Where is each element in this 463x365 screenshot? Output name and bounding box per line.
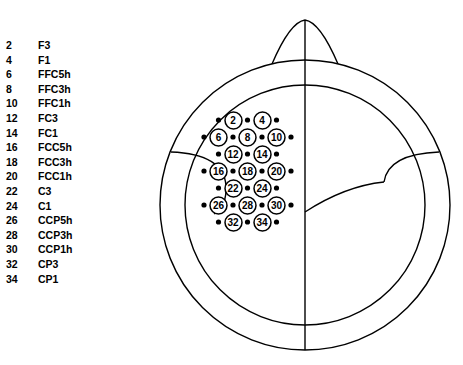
circle-shape	[254, 214, 271, 231]
channel-number: 24	[6, 200, 18, 212]
electrode-name: C1	[38, 200, 51, 212]
channel-number: 20	[6, 170, 18, 182]
circle-shape	[210, 129, 227, 146]
electrode-circle: 2	[224, 111, 243, 130]
circle-shape	[225, 112, 242, 129]
circle-shape	[268, 197, 285, 214]
circle-shape	[254, 112, 271, 129]
electrode-circle: 10	[267, 128, 286, 147]
electrode-circle: 14	[253, 145, 272, 164]
channel-number: 26	[6, 214, 18, 226]
electrode-number: 26	[209, 196, 228, 215]
electrode-number: 10	[267, 128, 286, 147]
channel-number: 14	[6, 127, 18, 139]
electrode-name: CCP1h	[38, 243, 72, 255]
electrode-number: 20	[267, 162, 286, 181]
circle-shape	[268, 163, 285, 180]
electrode-number: 18	[238, 162, 257, 181]
circle-shape	[239, 163, 256, 180]
channel-number: 28	[6, 229, 18, 241]
circle-shape	[225, 180, 242, 197]
electrode-number: 14	[253, 145, 272, 164]
electrode-number: 6	[209, 128, 228, 147]
electrode-circle: 24	[253, 179, 272, 198]
electrode-circle: 6	[209, 128, 228, 147]
electrode-circle: 16	[209, 162, 228, 181]
electrode-number: 8	[238, 128, 257, 147]
channel-number: 4	[6, 54, 12, 66]
circle-shape	[225, 214, 242, 231]
channel-number: 32	[6, 258, 18, 270]
electrode-number: 2	[224, 111, 243, 130]
electrode-circle: 34	[253, 213, 272, 232]
electrode-name: FC1	[38, 127, 58, 139]
circle-shape	[254, 146, 271, 163]
electrode-circle: 26	[209, 196, 228, 215]
electrode-number: 32	[224, 213, 243, 232]
electrode-name: FCC1h	[38, 170, 72, 182]
electrode-number: 30	[267, 196, 286, 215]
electrode-circle: 12	[224, 145, 243, 164]
midline	[304, 20, 305, 350]
channel-number: 10	[6, 97, 18, 109]
electrode-name: CP3	[38, 258, 58, 270]
electrode-circle: 8	[238, 128, 257, 147]
circle-shape	[210, 197, 227, 214]
electrode-dots	[201, 117, 293, 224]
electrode-name: F1	[38, 54, 50, 66]
electrode-number: 28	[238, 196, 257, 215]
electrode-number: 34	[253, 213, 272, 232]
electrode-number: 22	[224, 179, 243, 198]
electrode-name: CCP3h	[38, 229, 72, 241]
electrode-name: FC3	[38, 112, 58, 124]
channel-number: 8	[6, 83, 12, 95]
vertex-line	[305, 182, 384, 212]
circle-shape	[239, 129, 256, 146]
circle-shape	[254, 180, 271, 197]
channel-number: 6	[6, 68, 12, 80]
electrode-number: 24	[253, 179, 272, 198]
circle-shape	[268, 129, 285, 146]
electrode-circle: 18	[238, 162, 257, 181]
channel-number: 22	[6, 185, 18, 197]
right-ear-line	[384, 152, 439, 182]
electrode-circle: 4	[253, 111, 272, 130]
circle-shape	[225, 146, 242, 163]
channel-number: 16	[6, 141, 18, 153]
electrode-number: 12	[224, 145, 243, 164]
electrode-name: FFC5h	[38, 68, 71, 80]
electrode-name: FCC3h	[38, 156, 72, 168]
electrode-circle: 22	[224, 179, 243, 198]
electrode-name: CP1	[38, 273, 58, 285]
electrode-circle: 32	[224, 213, 243, 232]
electrode-name: F3	[38, 39, 50, 51]
circle-shape	[210, 163, 227, 180]
electrode-circle: 28	[238, 196, 257, 215]
electrode-name: FCC5h	[38, 141, 72, 153]
channel-number: 18	[6, 156, 18, 168]
channel-number: 12	[6, 112, 18, 124]
electrode-name: FFC3h	[38, 83, 71, 95]
electrode-number: 16	[209, 162, 228, 181]
electrode-circle: 20	[267, 162, 286, 181]
electrode-name: C3	[38, 185, 51, 197]
circle-shape	[239, 197, 256, 214]
electrode-number: 4	[253, 111, 272, 130]
channel-number: 34	[6, 273, 18, 285]
electrode-name: FFC1h	[38, 97, 71, 109]
electrode-name: CCP5h	[38, 214, 72, 226]
electrode-circle: 30	[267, 196, 286, 215]
channel-number: 30	[6, 243, 18, 255]
channel-number: 2	[6, 39, 12, 51]
